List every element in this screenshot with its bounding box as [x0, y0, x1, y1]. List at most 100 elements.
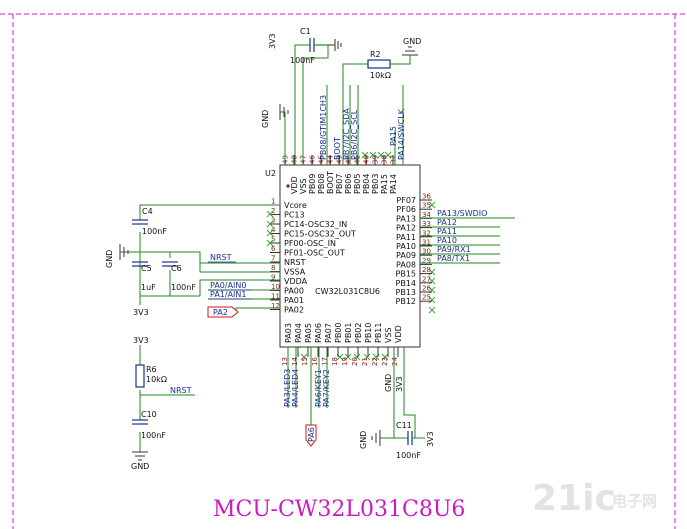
no-connect-mark	[266, 210, 274, 218]
no-connect-mark	[363, 353, 371, 361]
pin-num-bottom: 15	[301, 357, 309, 366]
pin-num-top: 37	[390, 155, 398, 164]
pin-name-right: PA13	[396, 214, 416, 223]
capacitor-c5	[132, 261, 148, 267]
pin-num-left: 3	[271, 217, 275, 225]
no-connect-mark	[381, 353, 389, 361]
gnd-symbol-c1	[328, 39, 342, 51]
pin1-marker	[286, 184, 290, 188]
pin-num-bottom: 24	[391, 357, 399, 366]
top-net-label: PA15	[389, 126, 398, 146]
pin-name-left: PA02	[284, 306, 304, 315]
pin-name-top: PB07	[335, 174, 344, 195]
pin-num-bottom: 23	[381, 357, 389, 366]
gnd-symbol-c11	[371, 430, 381, 446]
top-net-label: PB08/GTIM1CH3	[319, 95, 328, 160]
pin-num-right: 27	[422, 275, 431, 283]
bottom-net-label: PA6/KEY1	[314, 369, 323, 407]
top-net-label: PA14/SWCLK	[397, 108, 406, 160]
c6-ref: C6	[171, 264, 182, 273]
c4-ref: C4	[142, 207, 153, 216]
pin-name-right: PA11	[396, 233, 416, 242]
pin-num-left: 11	[271, 293, 280, 301]
pin-num-right: 28	[422, 266, 431, 274]
pin-num-left: 12	[271, 302, 280, 310]
pin-num-bottom: 16	[311, 357, 319, 366]
pin-name-left: VDDA	[284, 277, 308, 286]
c10-gnd: GND	[131, 462, 149, 471]
pin-name-bottom: PB11	[374, 323, 383, 344]
bottom-gnd-label: GND	[384, 374, 393, 392]
right-net-label: PA10	[437, 236, 457, 245]
pin-num-left: 7	[271, 255, 275, 263]
pin-name-top: PB06	[344, 174, 353, 195]
pin-name-right: PB15	[396, 270, 417, 279]
pin-name-left: PF01-OSC_OUT	[284, 249, 345, 258]
gnd-symbol-ep	[279, 104, 289, 120]
gnd-symbol-c10	[132, 451, 148, 461]
top-net-label: PB6/I2C_SCL	[350, 109, 359, 160]
pin-num-top: 44	[327, 155, 335, 164]
pin-num-bottom: 13	[281, 357, 289, 366]
c6-value: 100nF	[171, 283, 196, 292]
pin-num-bottom: 22	[371, 357, 379, 366]
net-nrst: NRST	[210, 253, 232, 262]
no-connect-mark	[353, 353, 361, 361]
r6-value: 10kΩ	[146, 375, 167, 384]
pin-name-left: PA01	[284, 296, 304, 305]
no-connect-mark	[266, 239, 274, 247]
pin-name-top: PB05	[353, 174, 362, 195]
pin-name-top: PB08	[317, 174, 326, 195]
pin-num-left: 8	[271, 264, 275, 272]
pin-name-right: PA12	[396, 224, 416, 233]
pin-num-top: 38	[381, 155, 389, 164]
c4-value: 100nF	[142, 227, 167, 236]
left-gnd: GND	[105, 250, 114, 268]
pin-name-right: PA09	[396, 251, 416, 260]
no-connect-mark	[428, 296, 436, 304]
c1-value: 100nF	[290, 56, 315, 65]
right-net-label: PA13/SWDIO	[437, 209, 487, 218]
gnd-symbol-r2	[402, 46, 418, 56]
pin-num-right: 34	[422, 211, 431, 219]
bottom-net-label: PA3/LED3	[283, 369, 292, 407]
r2-value: 10kΩ	[370, 71, 391, 80]
pin-num-right: 26	[422, 285, 431, 293]
no-connect-mark	[266, 220, 274, 228]
c10-ref: C10	[141, 410, 157, 419]
c1-3v3: 3V3	[268, 33, 277, 49]
port-pa6-label: PA6	[307, 427, 316, 442]
gnd-symbol-left	[119, 244, 129, 260]
pin-num-bottom: 14	[291, 357, 299, 366]
capacitor-c11	[407, 431, 413, 445]
pin-name-bottom: PA03	[284, 323, 293, 343]
pin-name-right: PA08	[396, 260, 416, 269]
c10-value: 100nF	[141, 431, 166, 440]
pin-name-top: PA14	[389, 174, 398, 194]
pin-name-right: PB14	[396, 279, 417, 288]
right-net-label: PA8/TX1	[437, 254, 470, 263]
c1-ref: C1	[300, 27, 311, 36]
pin-name-bottom: PB00	[334, 323, 343, 344]
port-pa2	[207, 306, 239, 318]
pin-num-right: 31	[422, 239, 431, 247]
pin-num-right: 30	[422, 248, 431, 256]
capacitor-c10	[132, 419, 148, 425]
pin-num-top: 43	[336, 155, 344, 164]
pin-num-left: 4	[271, 226, 276, 234]
pin-name-top: PB04	[362, 174, 371, 195]
pin-name-top: PA15	[380, 174, 389, 194]
pin-num-top: 42	[345, 155, 353, 164]
resistor-r6	[135, 364, 145, 388]
chip-ref: U2	[265, 169, 276, 178]
r6-3v3: 3V3	[133, 336, 149, 345]
pin-num-left: 1	[271, 198, 275, 206]
pin-num-right: 25	[422, 294, 431, 302]
pin-name-top: BOOT	[326, 171, 335, 194]
pin-name-bottom: PB01	[344, 323, 353, 344]
pin-num-left: 9	[271, 274, 275, 282]
pin-num-left: 5	[271, 236, 275, 244]
wires	[120, 44, 515, 452]
pin-name-bottom: PA04	[294, 323, 303, 343]
